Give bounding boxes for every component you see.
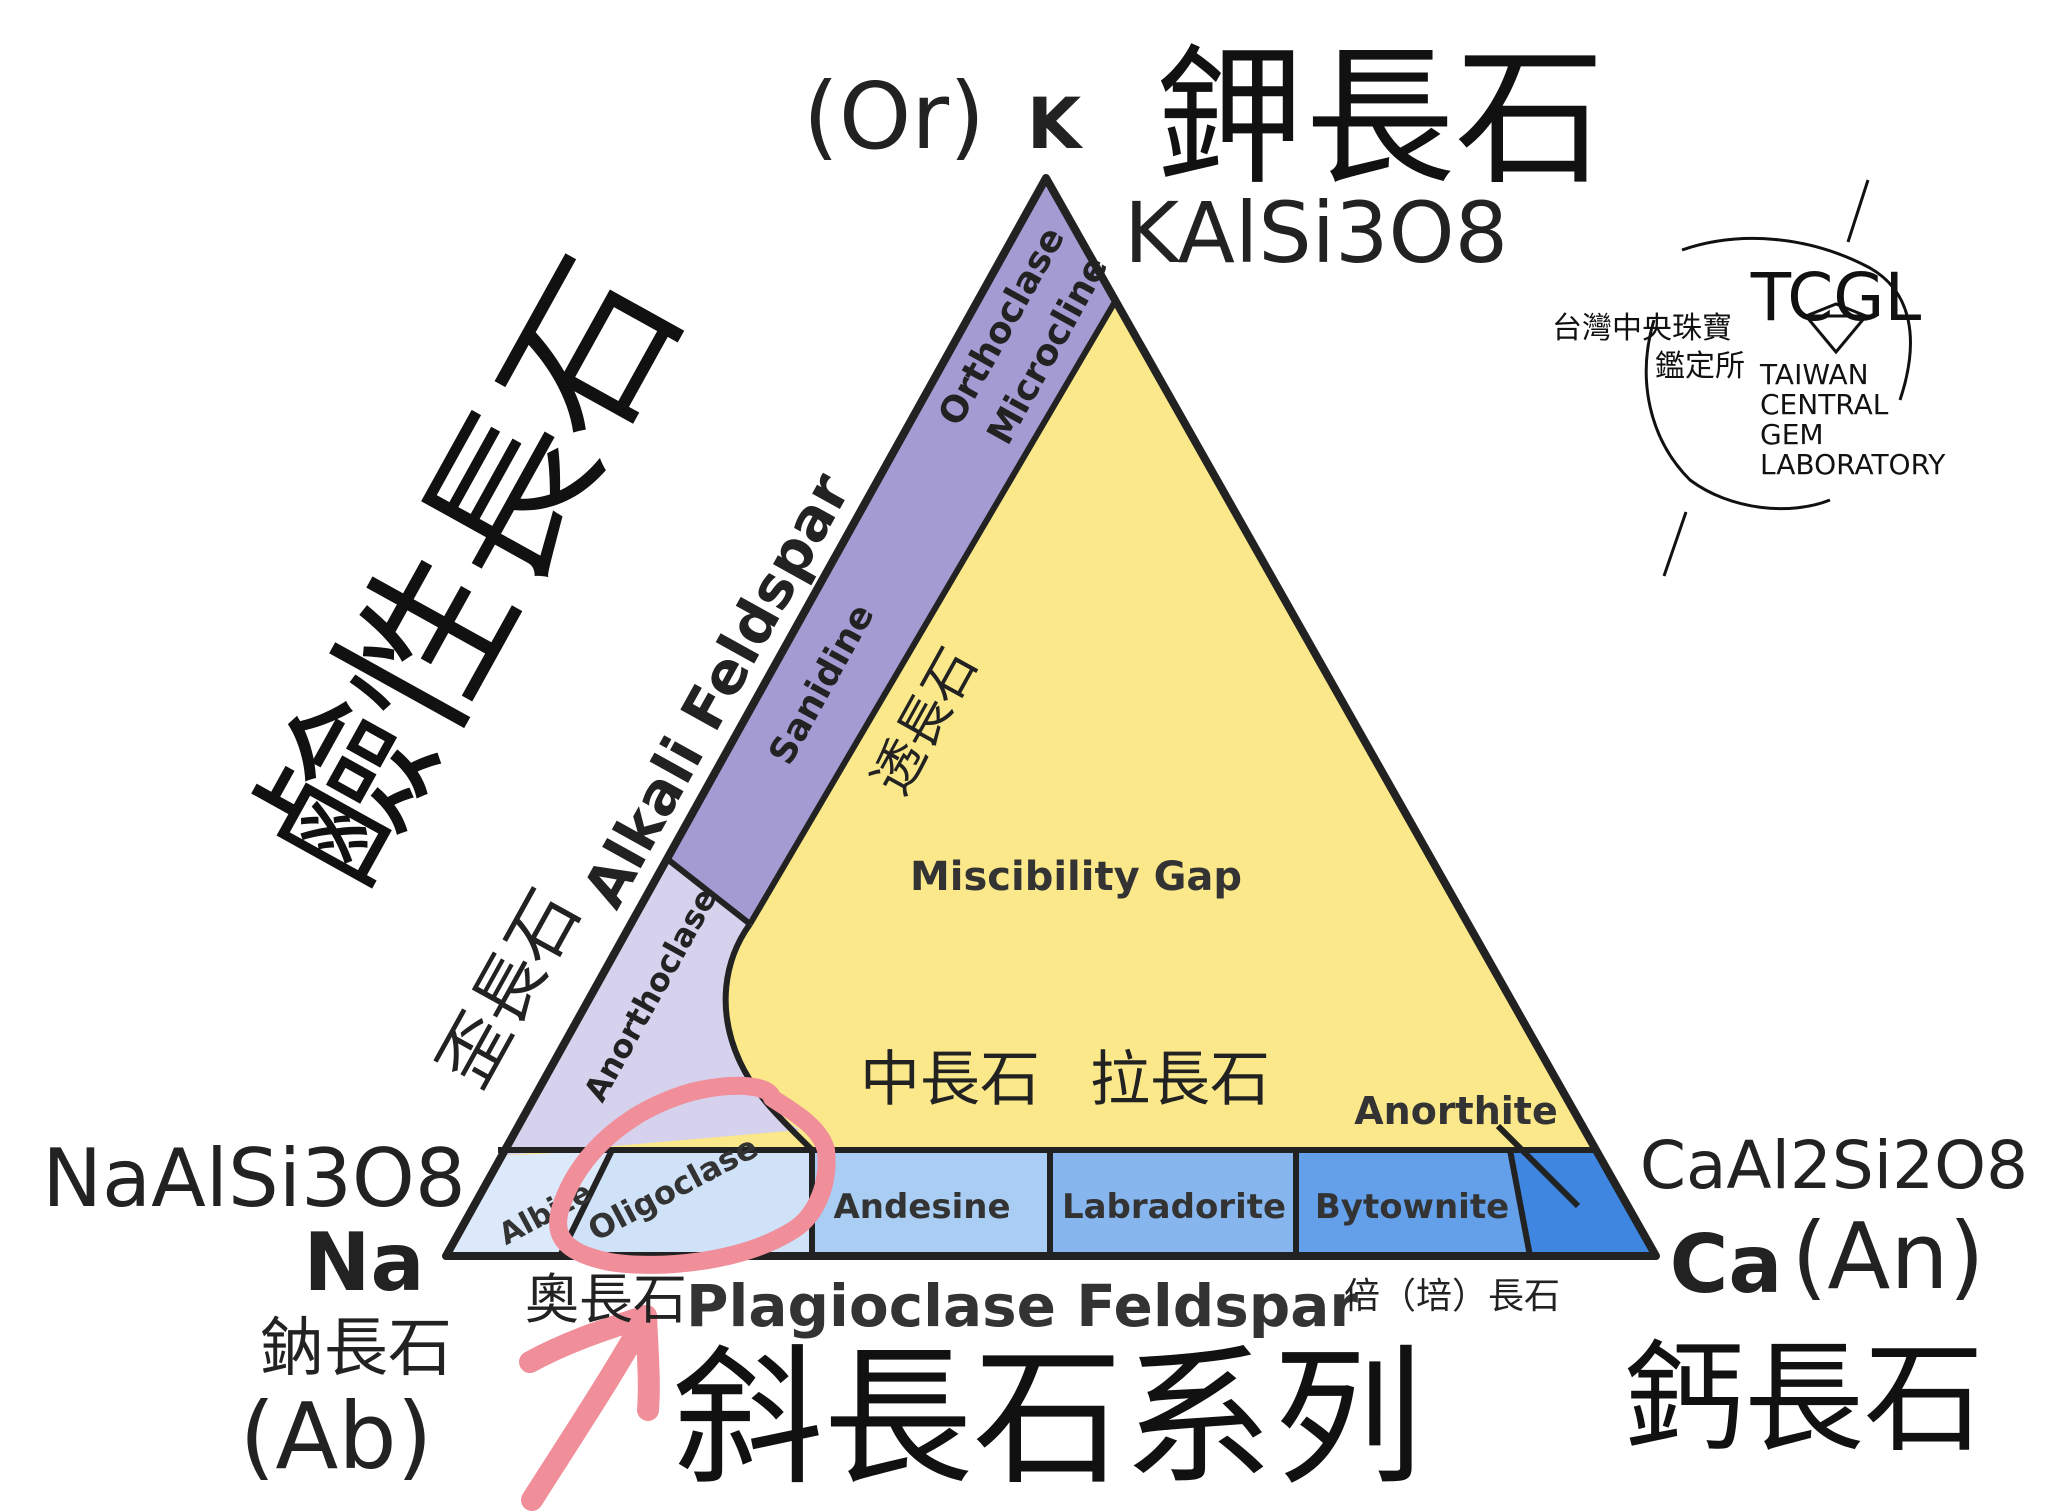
sanidine-anorthoclase-boundary (664, 855, 752, 927)
anorthite-pointer-line (1495, 1123, 1581, 1209)
oligoclase-region (560, 1150, 812, 1256)
orthoclase-microcline-boundary (747, 298, 1119, 926)
arrow-shaft (521, 1305, 657, 1511)
oligoclase-arrow (519, 1305, 660, 1511)
diamond-icon (1802, 302, 1870, 355)
andesine-cn-label: 中長石 (860, 1045, 1040, 1115)
logo-en-line2: CENTRAL (1760, 388, 1889, 421)
k-formula-label: KAlSi3O8 (1124, 184, 1508, 282)
na-abbr-label: (Ab) (239, 1383, 432, 1490)
miscibility-gap-label: Miscibility Gap (910, 854, 1242, 900)
k-feldspar-cn-label: 鉀長石 (1155, 32, 1605, 206)
bytownite-cn-label: 倍（培）長石 (1344, 1276, 1560, 1317)
tcgl-logo: TCGL 台灣中央珠寶 鑑定所 TAIWAN CENTRAL GEM LABOR… (1552, 179, 1946, 577)
logo-slash-bottom (1662, 511, 1688, 577)
triangle-border (442, 174, 1660, 1260)
logo-slash-top (1846, 179, 1870, 243)
bytownite-region (1296, 1150, 1530, 1256)
oligoclase-highlight (549, 1076, 836, 1274)
anorthite-region (1510, 1150, 1656, 1256)
na-formula-label: NaAlSi3O8 (42, 1132, 466, 1225)
arrow-head-right (635, 1305, 660, 1421)
oligoclase-cn-label: 奧長石 (525, 1268, 687, 1331)
miscibility-gap-region (446, 178, 1656, 1256)
labradorite-cn-label: 拉長石 (1090, 1045, 1270, 1115)
ca-feldspar-cn-label: 鈣長石 (1624, 1330, 1984, 1469)
andesine-region (812, 1150, 1050, 1256)
logo-en-line1: TAIWAN (1759, 358, 1869, 391)
plagioclase-series-cn-label: 斜長石系列 (673, 1332, 1423, 1506)
gap-curve (722, 922, 815, 1153)
alkali-feldspar-band (666, 178, 1116, 924)
anorthite-label: Anorthite (1354, 1089, 1558, 1133)
logo-cn-line1: 台灣中央珠寶 (1552, 311, 1732, 346)
ca-formula-label: CaAl2Si2O8 (1640, 1127, 2028, 1204)
na-symbol-label: Na (304, 1216, 425, 1309)
logo-en-line4: LABORATORY (1760, 448, 1946, 481)
logo-mark: TCGL (1750, 259, 1922, 336)
logo-cn-line2: 鑑定所 (1655, 349, 1745, 384)
triangle (442, 174, 1660, 1260)
bytownite-label: Bytownite (1315, 1187, 1509, 1227)
ca-symbol-label: Ca (1670, 1218, 1783, 1311)
labradorite-label: Labradorite (1062, 1187, 1286, 1227)
highlight-circle (549, 1076, 836, 1274)
andesine-label: Andesine (833, 1187, 1010, 1227)
bytownite-anorthite-boundary (1507, 1149, 1533, 1257)
logo-ring (1644, 236, 1912, 511)
ca-abbr-label: (An) (1791, 1203, 1984, 1310)
arrow-head-left (519, 1305, 657, 1373)
labradorite-region (1050, 1150, 1296, 1256)
k-abbr-label: (Or) (803, 63, 985, 170)
logo-en-line3: GEM (1760, 418, 1824, 451)
na-feldspar-cn-label: 鈉長石 (260, 1312, 452, 1386)
plagioclase-feldspar-label: Plagioclase Feldspar (686, 1272, 1358, 1340)
k-symbol-label: K (1027, 83, 1084, 165)
